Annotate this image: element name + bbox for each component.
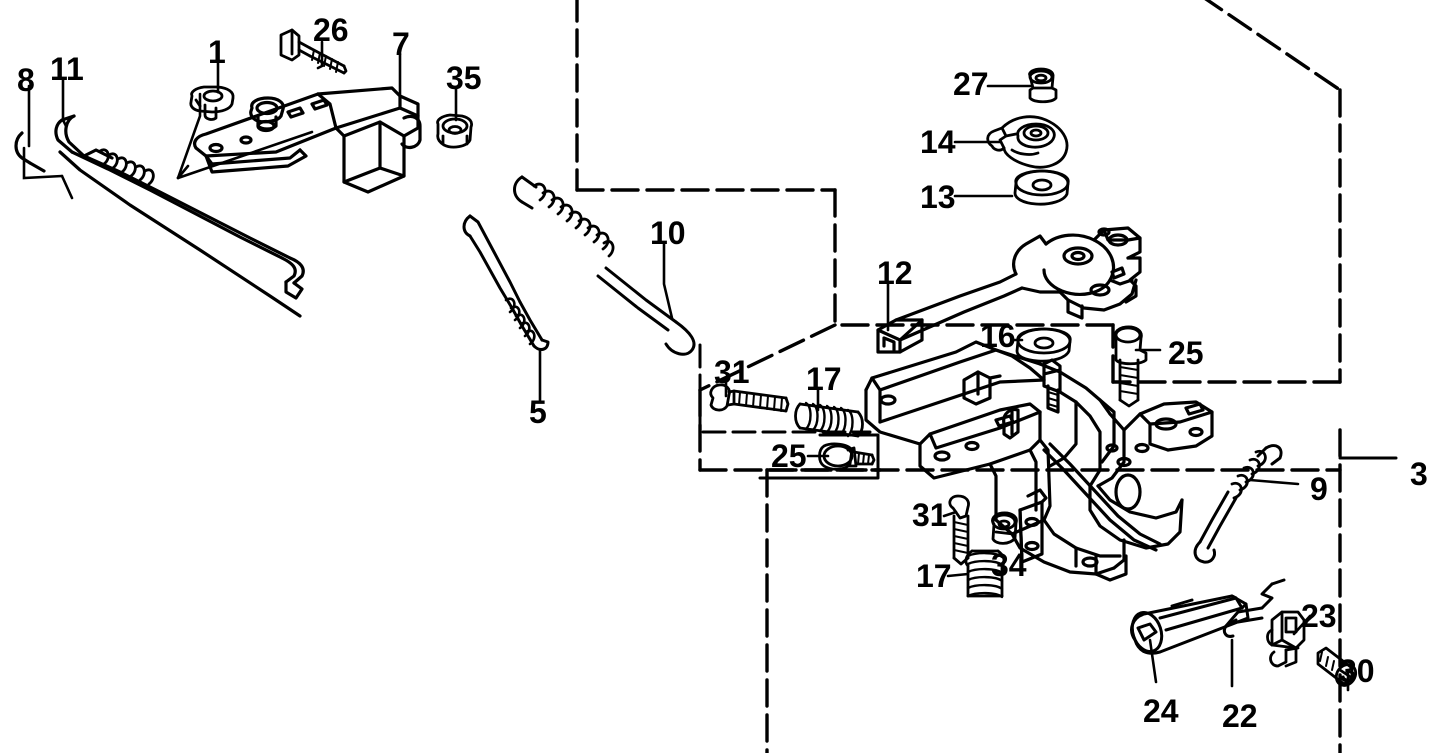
part-cap-nut-27 (1028, 67, 1058, 104)
part-tapping-screw-30 (1316, 646, 1358, 687)
part-brake-rod-lower (58, 150, 302, 318)
callout-9: 9 (1310, 471, 1328, 507)
part-cable-clip-23 (1266, 610, 1306, 668)
callout-17-lower: 17 (916, 558, 952, 594)
sub-boundary-fasteners (698, 343, 872, 434)
part-flange-nut-35 (436, 113, 473, 149)
callout-1: 1 (208, 34, 226, 70)
callout-8: 8 (17, 62, 35, 98)
callout-5: 5 (529, 394, 547, 430)
callout-27: 27 (953, 66, 989, 102)
callout-10: 10 (650, 215, 686, 251)
callout-23: 23 (1301, 598, 1337, 634)
part-brake-rod (14, 114, 305, 300)
part-lever-bracket (193, 86, 422, 194)
part-bolt-31-upper (709, 383, 790, 413)
part-bolt-26 (279, 28, 348, 75)
callout-24: 24 (1143, 693, 1179, 729)
part-brake-lever-arm-12 (876, 226, 1142, 354)
callout-31-lower: 31 (912, 497, 948, 533)
callout-35: 35 (446, 60, 482, 96)
part-flange-bolt-25-upper (1113, 325, 1148, 408)
callout-17-upper: 17 (806, 361, 842, 397)
callout-30: 30 (1339, 653, 1375, 689)
callout-7: 7 (392, 26, 410, 62)
part-long-spring-10 (513, 175, 696, 356)
spring-on-rod (98, 148, 155, 186)
callout-3: 3 (1410, 456, 1428, 492)
callout-11: 11 (50, 51, 84, 87)
part-grip-handle-24 (1130, 594, 1250, 655)
part-washer-13 (1013, 169, 1070, 206)
part-small-spring-5 (462, 214, 550, 351)
callout-34: 34 (991, 547, 1027, 583)
assembly-boundary-lower (765, 428, 1342, 753)
part-wire-rod-22 (1222, 578, 1286, 638)
callout-12: 12 (877, 255, 913, 291)
callout-25-upper: 25 (1168, 335, 1204, 371)
callout-14: 14 (920, 124, 956, 160)
part-washer-16 (1015, 327, 1072, 363)
callout-13: 13 (920, 179, 956, 215)
part-clip-small (189, 85, 235, 121)
part-spring-17-lower (964, 549, 1006, 599)
callout-22: 22 (1222, 698, 1258, 734)
callout-31-upper: 31 (714, 354, 750, 390)
leader-lines (22, 40, 1350, 692)
part-bolt-31-lower (948, 494, 970, 566)
spring-coils-5 (504, 297, 536, 346)
main-bracket-body (864, 340, 1214, 582)
callout-16: 16 (980, 318, 1016, 354)
callout-26: 26 (313, 12, 349, 48)
part-lock-nut-34 (991, 511, 1018, 545)
spring-coils-10 (532, 182, 615, 258)
part-spring-17-upper (794, 401, 864, 438)
part-ratchet-pawl-14 (986, 115, 1069, 169)
part-return-spring-9 (1193, 444, 1283, 564)
callout-25-lower: 25 (771, 438, 807, 474)
